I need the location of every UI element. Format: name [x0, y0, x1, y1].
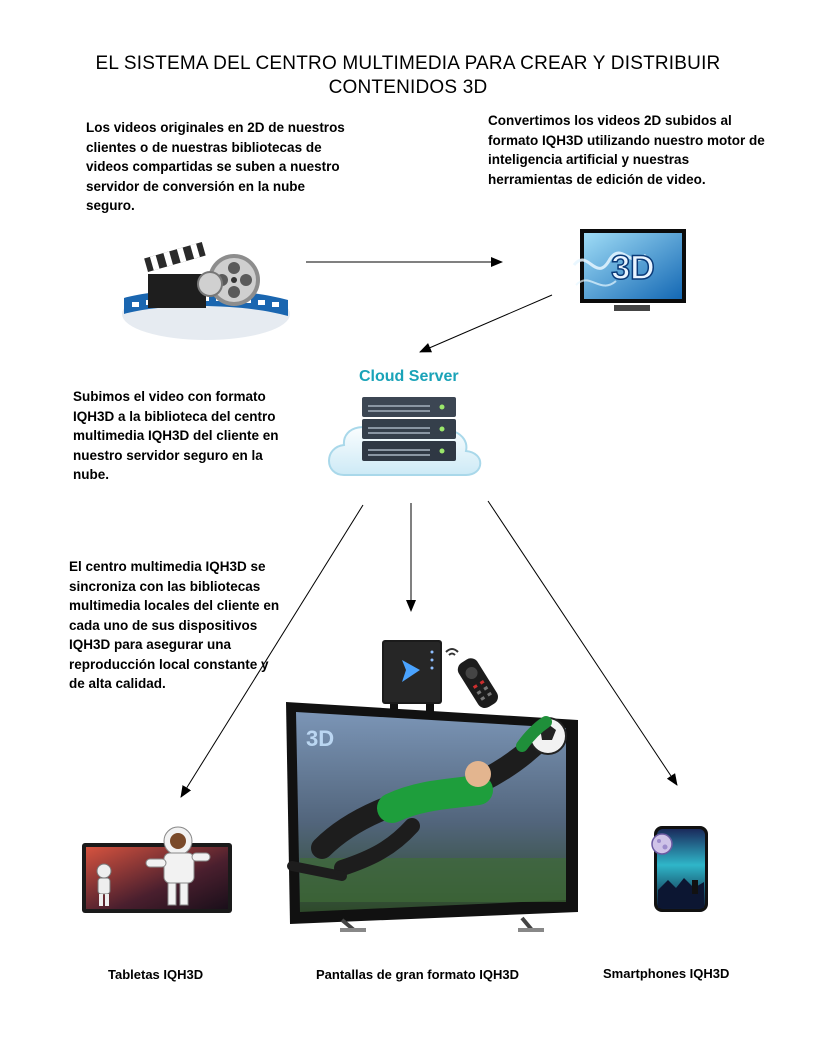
cloud-server-label: Cloud Server [359, 368, 459, 385]
smartphone-icon [651, 826, 708, 912]
diagram-title: EL SISTEMA DEL CENTRO MULTIMEDIA PARA CR… [40, 52, 776, 100]
media-box-remote-icon [382, 640, 498, 712]
arrow-server-to-phone [487, 500, 678, 786]
upload-step-text: Los videos originales en 2D de nuestros … [86, 120, 345, 213]
sync-step-text: El centro multimedia IQH3D se sincroniza… [69, 559, 280, 691]
tablet-icon [82, 826, 232, 913]
cloud-server-icon [328, 397, 482, 476]
big-tv-icon: 3D [286, 702, 578, 932]
tablets-caption: Tabletas IQH3D [108, 967, 204, 982]
arrow-server-to-tablet [180, 504, 364, 798]
convert-step-text: Convertimos los videos 2D subidos al for… [488, 113, 765, 187]
smartphones-caption: Smartphones IQH3D [603, 966, 730, 981]
title-line-1: EL SISTEMA DEL CENTRO MULTIMEDIA PARA CR… [95, 53, 721, 74]
3d-tv-icon: 3D [572, 229, 686, 311]
big-tv-3d-badge: 3D [306, 726, 334, 751]
film-clapper-reel-icon [122, 242, 290, 340]
store-step-text: Subimos el video con formato IQH3D a la … [73, 389, 279, 482]
arrow-3d-to-server [419, 294, 553, 353]
large-screens-caption: Pantallas de gran formato IQH3D [316, 967, 519, 982]
title-line-2: CONTENIDOS 3D [328, 77, 488, 98]
tv-3d-badge: 3D [611, 249, 654, 287]
